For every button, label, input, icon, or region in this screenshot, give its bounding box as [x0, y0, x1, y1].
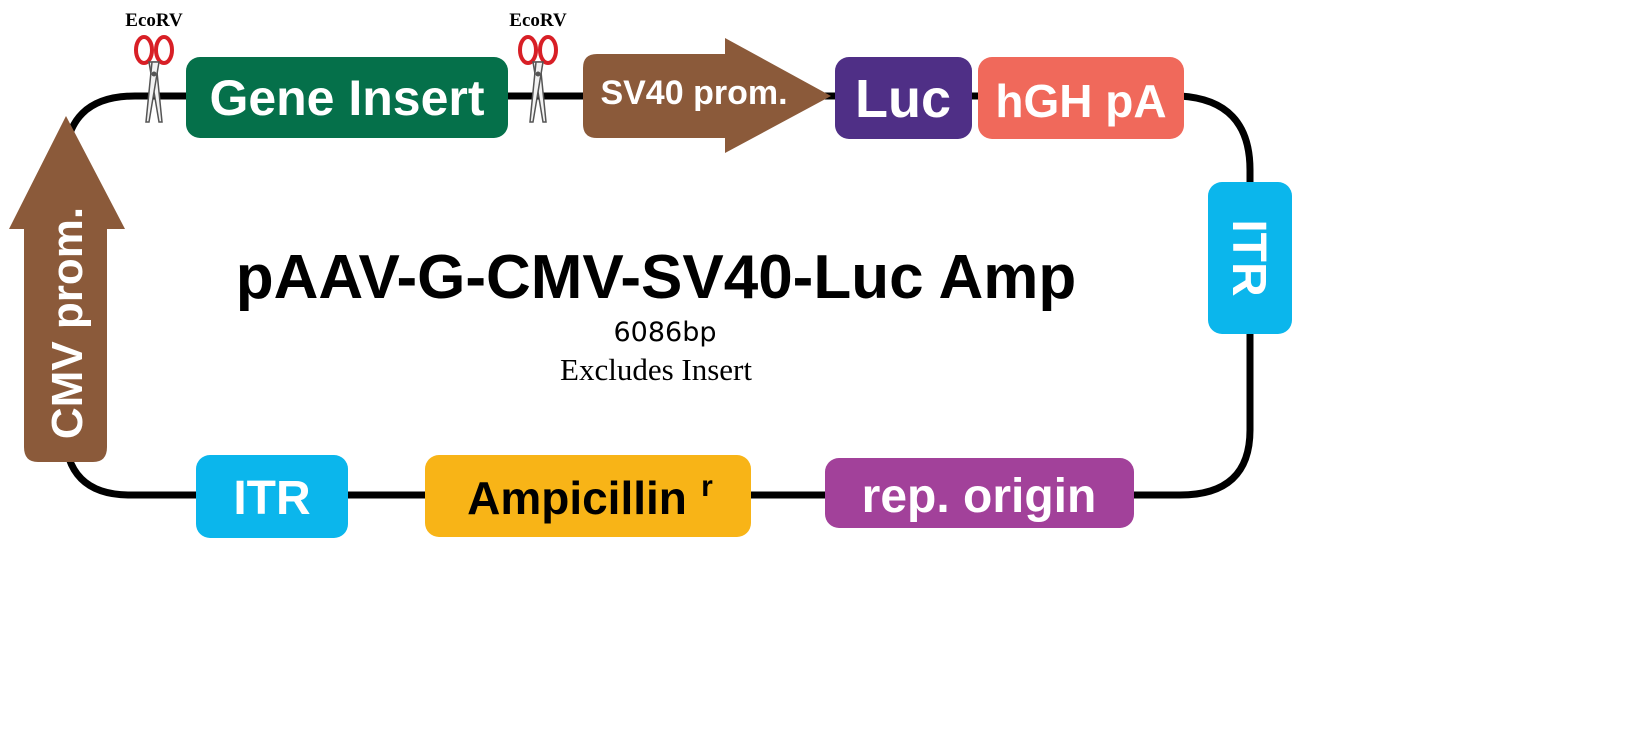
ampicillin-label: Ampicillin [467, 472, 687, 524]
hgh-pa-feature[interactable]: hGH pA [978, 57, 1184, 139]
luc-feature[interactable]: Luc [835, 57, 972, 139]
rep-origin-label: rep. origin [862, 470, 1097, 523]
hgh-pa-label: hGH pA [995, 75, 1166, 127]
sv40-prom-feature[interactable]: SV40 prom. [583, 38, 831, 153]
cmv-prom-arrow [9, 116, 125, 462]
ecorv-left-label: EcoRV [125, 10, 183, 31]
itr-left-feature[interactable]: ITR [196, 455, 348, 538]
itr-right-box [1208, 182, 1292, 334]
ampicillin-box [425, 455, 751, 537]
sv40-prom-arrow [583, 38, 831, 153]
cmv-prom-label: CMV prom. [43, 207, 92, 439]
itr-left-label: ITR [233, 472, 310, 525]
scissors-icon [518, 35, 558, 124]
ampicillin-superscript: r [701, 470, 713, 503]
plasmid-size: 6086bp [614, 317, 717, 348]
cmv-prom-feature[interactable]: CMV prom. [9, 116, 125, 462]
rep-origin-box [825, 458, 1134, 528]
luc-label: Luc [855, 69, 951, 129]
luc-box [835, 57, 972, 139]
ecorv-site-right[interactable]: EcoRV [509, 10, 567, 124]
gene-insert-feature[interactable]: Gene Insert [186, 57, 508, 138]
plasmid-name: pAAV-G-CMV-SV40-Luc Amp [236, 243, 1077, 312]
ecorv-site-left[interactable]: EcoRV [125, 10, 183, 124]
ecorv-right-label: EcoRV [509, 10, 567, 31]
itr-right-feature[interactable]: ITR [1208, 182, 1292, 334]
scissors-icon [134, 35, 174, 124]
itr-left-box [196, 455, 348, 538]
gene-insert-box [186, 57, 508, 138]
itr-right-label: ITR [1222, 219, 1275, 296]
hgh-pa-box [978, 57, 1184, 139]
gene-insert-label: Gene Insert [209, 70, 484, 126]
plasmid-note: Excludes Insert [560, 352, 752, 387]
sv40-prom-label: SV40 prom. [600, 74, 787, 112]
ampicillin-feature[interactable]: Ampicillin r [425, 455, 751, 537]
rep-origin-feature[interactable]: rep. origin [825, 458, 1134, 528]
